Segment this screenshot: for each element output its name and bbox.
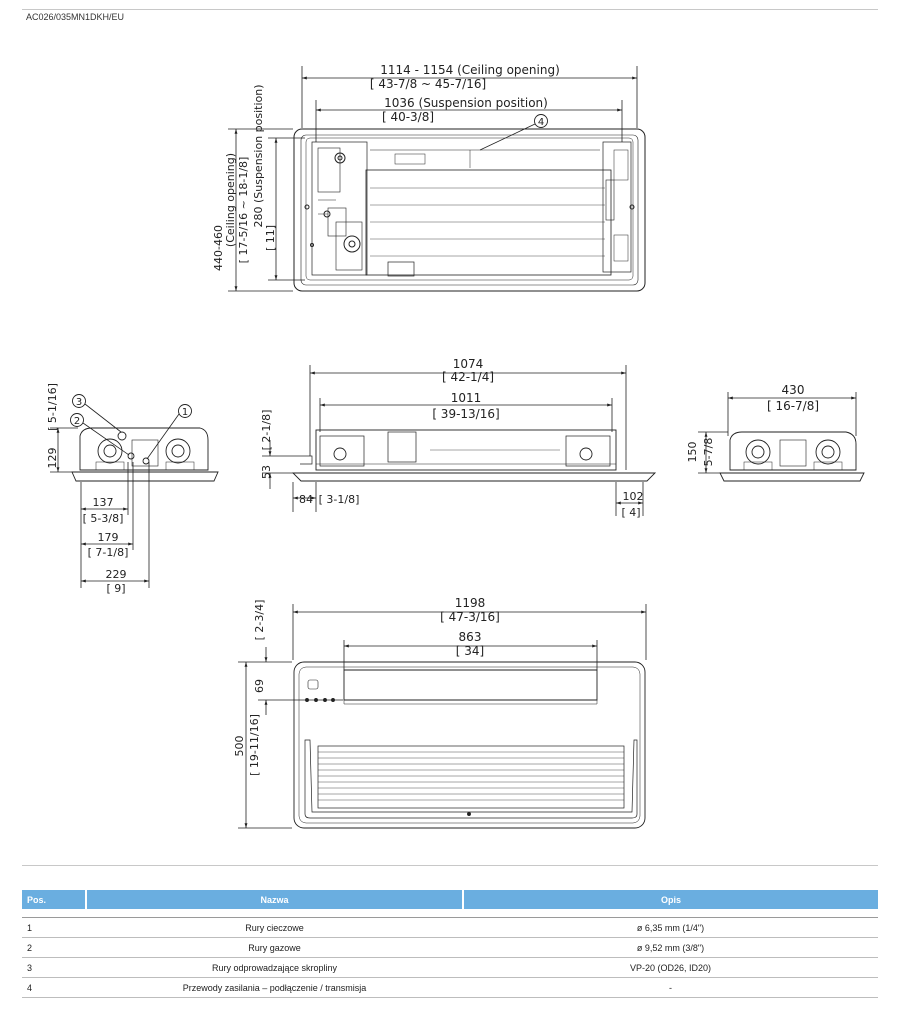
dim-ceiling-height-label: (Ceiling opening) <box>224 153 237 247</box>
dim-suspension-height-in: [ 11] <box>264 225 277 251</box>
dim-500-in: [ 19-11/16] <box>248 714 261 776</box>
dim-150: 150 <box>686 442 699 463</box>
bottom-view <box>293 661 646 829</box>
dim-1011: 1011 <box>451 391 482 405</box>
cell-desc: ø 9,52 mm (3/8") <box>463 937 878 958</box>
dim-863: 863 <box>459 630 482 644</box>
dim-229-in: [ 9] <box>106 582 125 595</box>
dim-500: 500 <box>233 736 246 757</box>
dim-179: 179 <box>98 531 119 544</box>
model-number: AC026/035MN1DKH/EU <box>26 12 125 22</box>
table-row: 3 Rury odprowadzające skropliny VP-20 (O… <box>22 957 878 978</box>
dim-84: 84 <box>299 493 313 506</box>
dim-left-height-in: [ 5-1/16] <box>46 383 59 431</box>
dim-suspension-width-in: [ 40-3/8] <box>382 110 434 124</box>
dim-430-in: [ 16-7/8] <box>767 399 819 413</box>
front-view <box>291 429 657 482</box>
dim-suspension-width: 1036 (Suspension position) <box>384 96 548 110</box>
dim-53-in: [ 2-1/8] <box>260 410 273 451</box>
table-row: 2 Rury gazowe ø 9,52 mm (3/8") <box>22 937 878 958</box>
dim-ceiling-width-in: [ 43-7/8 ~ 45-7/16] <box>370 77 486 91</box>
cell-name: Rury gazowe <box>86 937 463 958</box>
cell-desc: - <box>463 977 878 998</box>
cell-pos: 4 <box>22 977 86 998</box>
dim-179-in: [ 7-1/8] <box>88 546 129 559</box>
svg-text:4: 4 <box>538 117 544 128</box>
cell-pos: 3 <box>22 957 86 978</box>
table-row: 4 Przewody zasilania – podłączenie / tra… <box>22 977 878 998</box>
dim-left-height: 129 <box>46 448 59 469</box>
svg-text:3: 3 <box>76 397 82 408</box>
dim-430: 430 <box>782 383 805 397</box>
col-header-desc: Opis <box>462 890 878 909</box>
dim-ceiling-width: 1114 - 1154 (Ceiling opening) <box>380 63 560 77</box>
left-side-callouts: 3 2 1 <box>70 394 192 460</box>
dim-69: 69 <box>253 679 266 693</box>
cell-pos: 1 <box>22 917 86 938</box>
dim-1198-in: [ 47-3/16] <box>440 610 500 624</box>
dim-1074-in: [ 42-1/4] <box>442 370 494 384</box>
dim-863-in: [ 34] <box>456 644 484 658</box>
dim-ceiling-height-in: [ 17-5/16 ~ 18-1/8] <box>237 157 250 264</box>
col-header-name: Nazwa <box>85 890 463 909</box>
section-divider <box>22 865 878 866</box>
technical-drawing: 4 1114 - 1154 (Ceiling opening) [ 43-7/8… <box>46 63 865 829</box>
cell-name: Rury cieczowe <box>86 917 463 938</box>
dim-53: 53 <box>260 465 273 479</box>
dim-84-in: [ 3-1/8] <box>319 493 360 506</box>
col-header-pos: Pos. <box>22 890 86 909</box>
cell-desc: ø 6,35 mm (1/4") <box>463 917 878 938</box>
dim-1198: 1198 <box>455 596 486 610</box>
table-header-row: Pos. Nazwa Opis <box>22 890 878 909</box>
dim-102: 102 <box>623 490 644 503</box>
dim-102-in: [ 4] <box>621 506 640 519</box>
dim-1011-in: [ 39-13/16] <box>432 407 499 421</box>
dim-137-in: [ 5-3/8] <box>83 512 124 525</box>
parts-table: Pos. Nazwa Opis 1 Rury cieczowe ø 6,35 m… <box>22 890 878 998</box>
callout-4: 4 <box>479 114 548 151</box>
left-side-view <box>71 427 219 482</box>
dim-150-in: 5-7/8 <box>702 438 715 467</box>
cell-desc: VP-20 (OD26, ID20) <box>463 957 878 978</box>
top-view <box>293 128 646 292</box>
dim-suspension-height: 280 (Suspension position) <box>252 84 265 227</box>
dim-69-in: [ 2-3/4] <box>253 600 266 641</box>
header-divider <box>22 9 878 10</box>
dim-ceiling-height: 440-460 <box>212 225 225 271</box>
cell-name: Rury odprowadzające skropliny <box>86 957 463 978</box>
dim-229: 229 <box>106 568 127 581</box>
right-side-view <box>719 431 865 482</box>
dim-137: 137 <box>93 496 114 509</box>
table-row: 1 Rury cieczowe ø 6,35 mm (1/4") <box>22 917 878 938</box>
cell-pos: 2 <box>22 937 86 958</box>
svg-text:1: 1 <box>182 407 188 418</box>
cell-name: Przewody zasilania – podłączenie / trans… <box>86 977 463 998</box>
dim-1074: 1074 <box>453 357 484 371</box>
svg-text:2: 2 <box>74 416 80 427</box>
